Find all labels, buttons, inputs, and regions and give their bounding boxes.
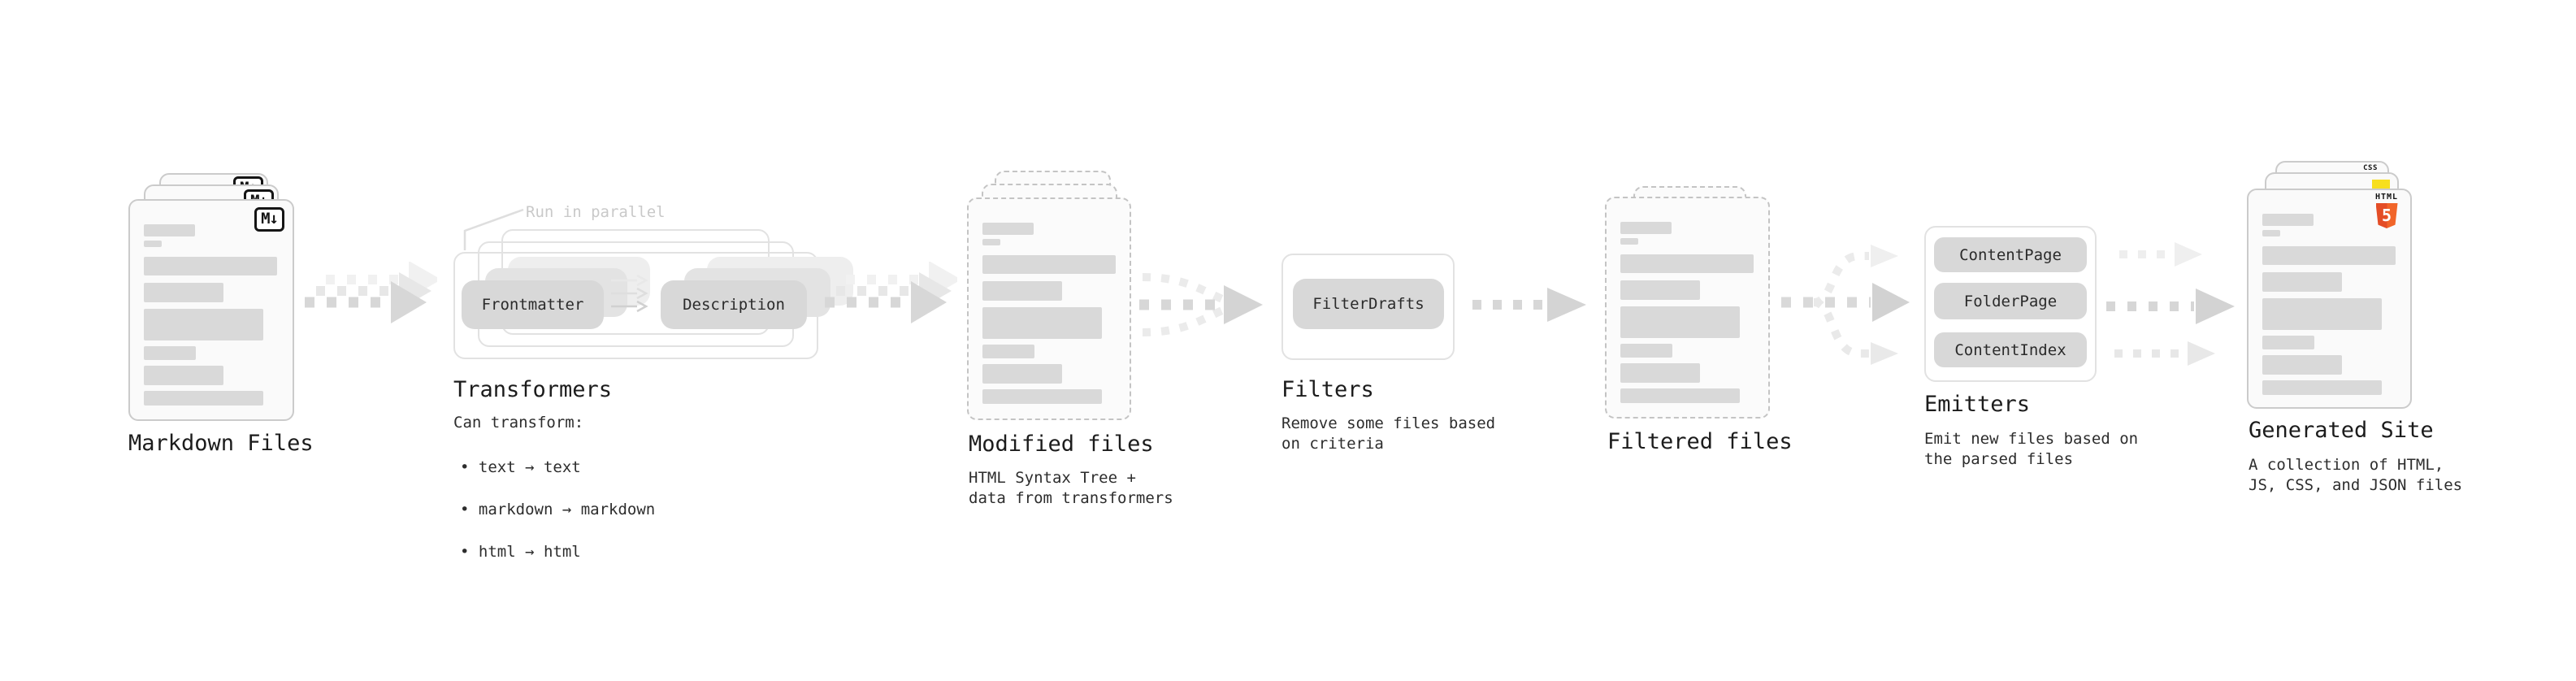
content-bar (1620, 306, 1740, 338)
contentindex-pill: ContentIndex (1934, 332, 2087, 367)
content-bar (1620, 344, 1672, 358)
file-content-placeholder (969, 199, 1130, 404)
content-bar (1620, 280, 1700, 300)
content-bar (144, 257, 277, 275)
arrow-emitter-middle (2106, 288, 2235, 324)
content-bar (144, 391, 263, 406)
note-leader-line (463, 208, 524, 250)
content-bar (2262, 336, 2314, 349)
filterdrafts-pill: FilterDrafts (1293, 279, 1444, 329)
content-bar (982, 307, 1102, 339)
content-bar (144, 241, 162, 247)
bullet-item: • text → text (460, 458, 581, 476)
arrow-emitter-top (2119, 242, 2202, 267)
content-bar (982, 239, 1000, 245)
frontmatter-pill: Frontmatter (462, 280, 604, 329)
arrow-transformers-to-modified (825, 262, 957, 323)
filters-subtitle: Remove some files based on criteria (1281, 414, 1496, 453)
content-bar (982, 255, 1116, 274)
arrow-markdown-to-transformers (305, 262, 437, 323)
description-pill: Description (661, 280, 807, 329)
transformers-subtitle: Can transform: (453, 414, 584, 432)
content-bar (144, 224, 195, 236)
markdown-file-card-front: M↓ (128, 199, 294, 421)
content-bar (982, 389, 1102, 404)
markdown-files-title: Markdown Files (128, 431, 314, 456)
markdown-icon: M↓ (254, 207, 284, 232)
content-bar (1620, 363, 1700, 383)
bullet-item: • markdown → markdown (460, 501, 656, 518)
content-bar (2262, 272, 2342, 292)
filtered-file-card-front (1605, 197, 1770, 419)
emitters-box (1924, 226, 2097, 382)
html5-icon-shield: 5 (2375, 203, 2398, 228)
transformers-title: Transformers (453, 377, 613, 402)
arrow-fork-filtered-to-emitters (1781, 245, 1910, 365)
content-bar (2262, 380, 2382, 395)
content-bar (2262, 246, 2396, 265)
file-content-placeholder (130, 201, 293, 406)
content-bar (2262, 230, 2280, 236)
bullet-item: • html → html (460, 543, 581, 561)
folderpage-pill: FolderPage (1934, 283, 2087, 319)
modified-files-subtitle: HTML Syntax Tree + data from transformer… (969, 469, 1173, 507)
filters-title: Filters (1281, 377, 1374, 402)
html5-icon: HTML 5 (2367, 193, 2406, 228)
run-in-parallel-note: Run in parallel (526, 203, 666, 221)
content-bar (982, 281, 1062, 301)
content-bar (2262, 355, 2342, 375)
content-bar (2262, 214, 2314, 226)
content-bar (1620, 388, 1740, 403)
content-bar (144, 366, 223, 385)
filtered-files-title: Filtered files (1607, 429, 1793, 454)
content-bar (1620, 222, 1672, 234)
emitters-subtitle: Emit new files based on the parsed files (1924, 430, 2139, 468)
content-bar (144, 309, 263, 340)
file-content-placeholder (2249, 190, 2410, 395)
filters-box (1281, 254, 1455, 360)
content-bar (2262, 298, 2382, 330)
html5-icon-label: HTML (2374, 193, 2399, 202)
generated-site-title: Generated Site (2249, 418, 2434, 443)
modified-files-title: Modified files (969, 432, 1154, 457)
emitters-title: Emitters (1924, 392, 2031, 417)
css-icon-label: CSS (2363, 164, 2378, 172)
content-bar (1620, 238, 1638, 245)
content-bar (144, 346, 196, 360)
js-icon (2372, 180, 2390, 190)
content-bar (1620, 254, 1754, 273)
arrow-filters-to-filtered (1472, 288, 1586, 322)
content-bar (144, 283, 223, 302)
generated-file-card-html: HTML 5 (2247, 189, 2412, 409)
transformers-bullet-list: • text → text • markdown → markdown • ht… (460, 436, 655, 583)
content-bar (982, 223, 1034, 235)
arrow-emitter-bottom (2114, 341, 2215, 366)
arrow-merge-modified-to-filters (1139, 273, 1263, 336)
contentpage-pill: ContentPage (1934, 237, 2087, 272)
content-bar (982, 364, 1062, 384)
file-content-placeholder (1607, 198, 1768, 403)
generated-site-subtitle: A collection of HTML, JS, CSS, and JSON … (2249, 456, 2463, 494)
frontmatter-to-description-arrows (611, 274, 648, 313)
content-bar (982, 345, 1034, 358)
modified-file-card-front (967, 197, 1131, 420)
